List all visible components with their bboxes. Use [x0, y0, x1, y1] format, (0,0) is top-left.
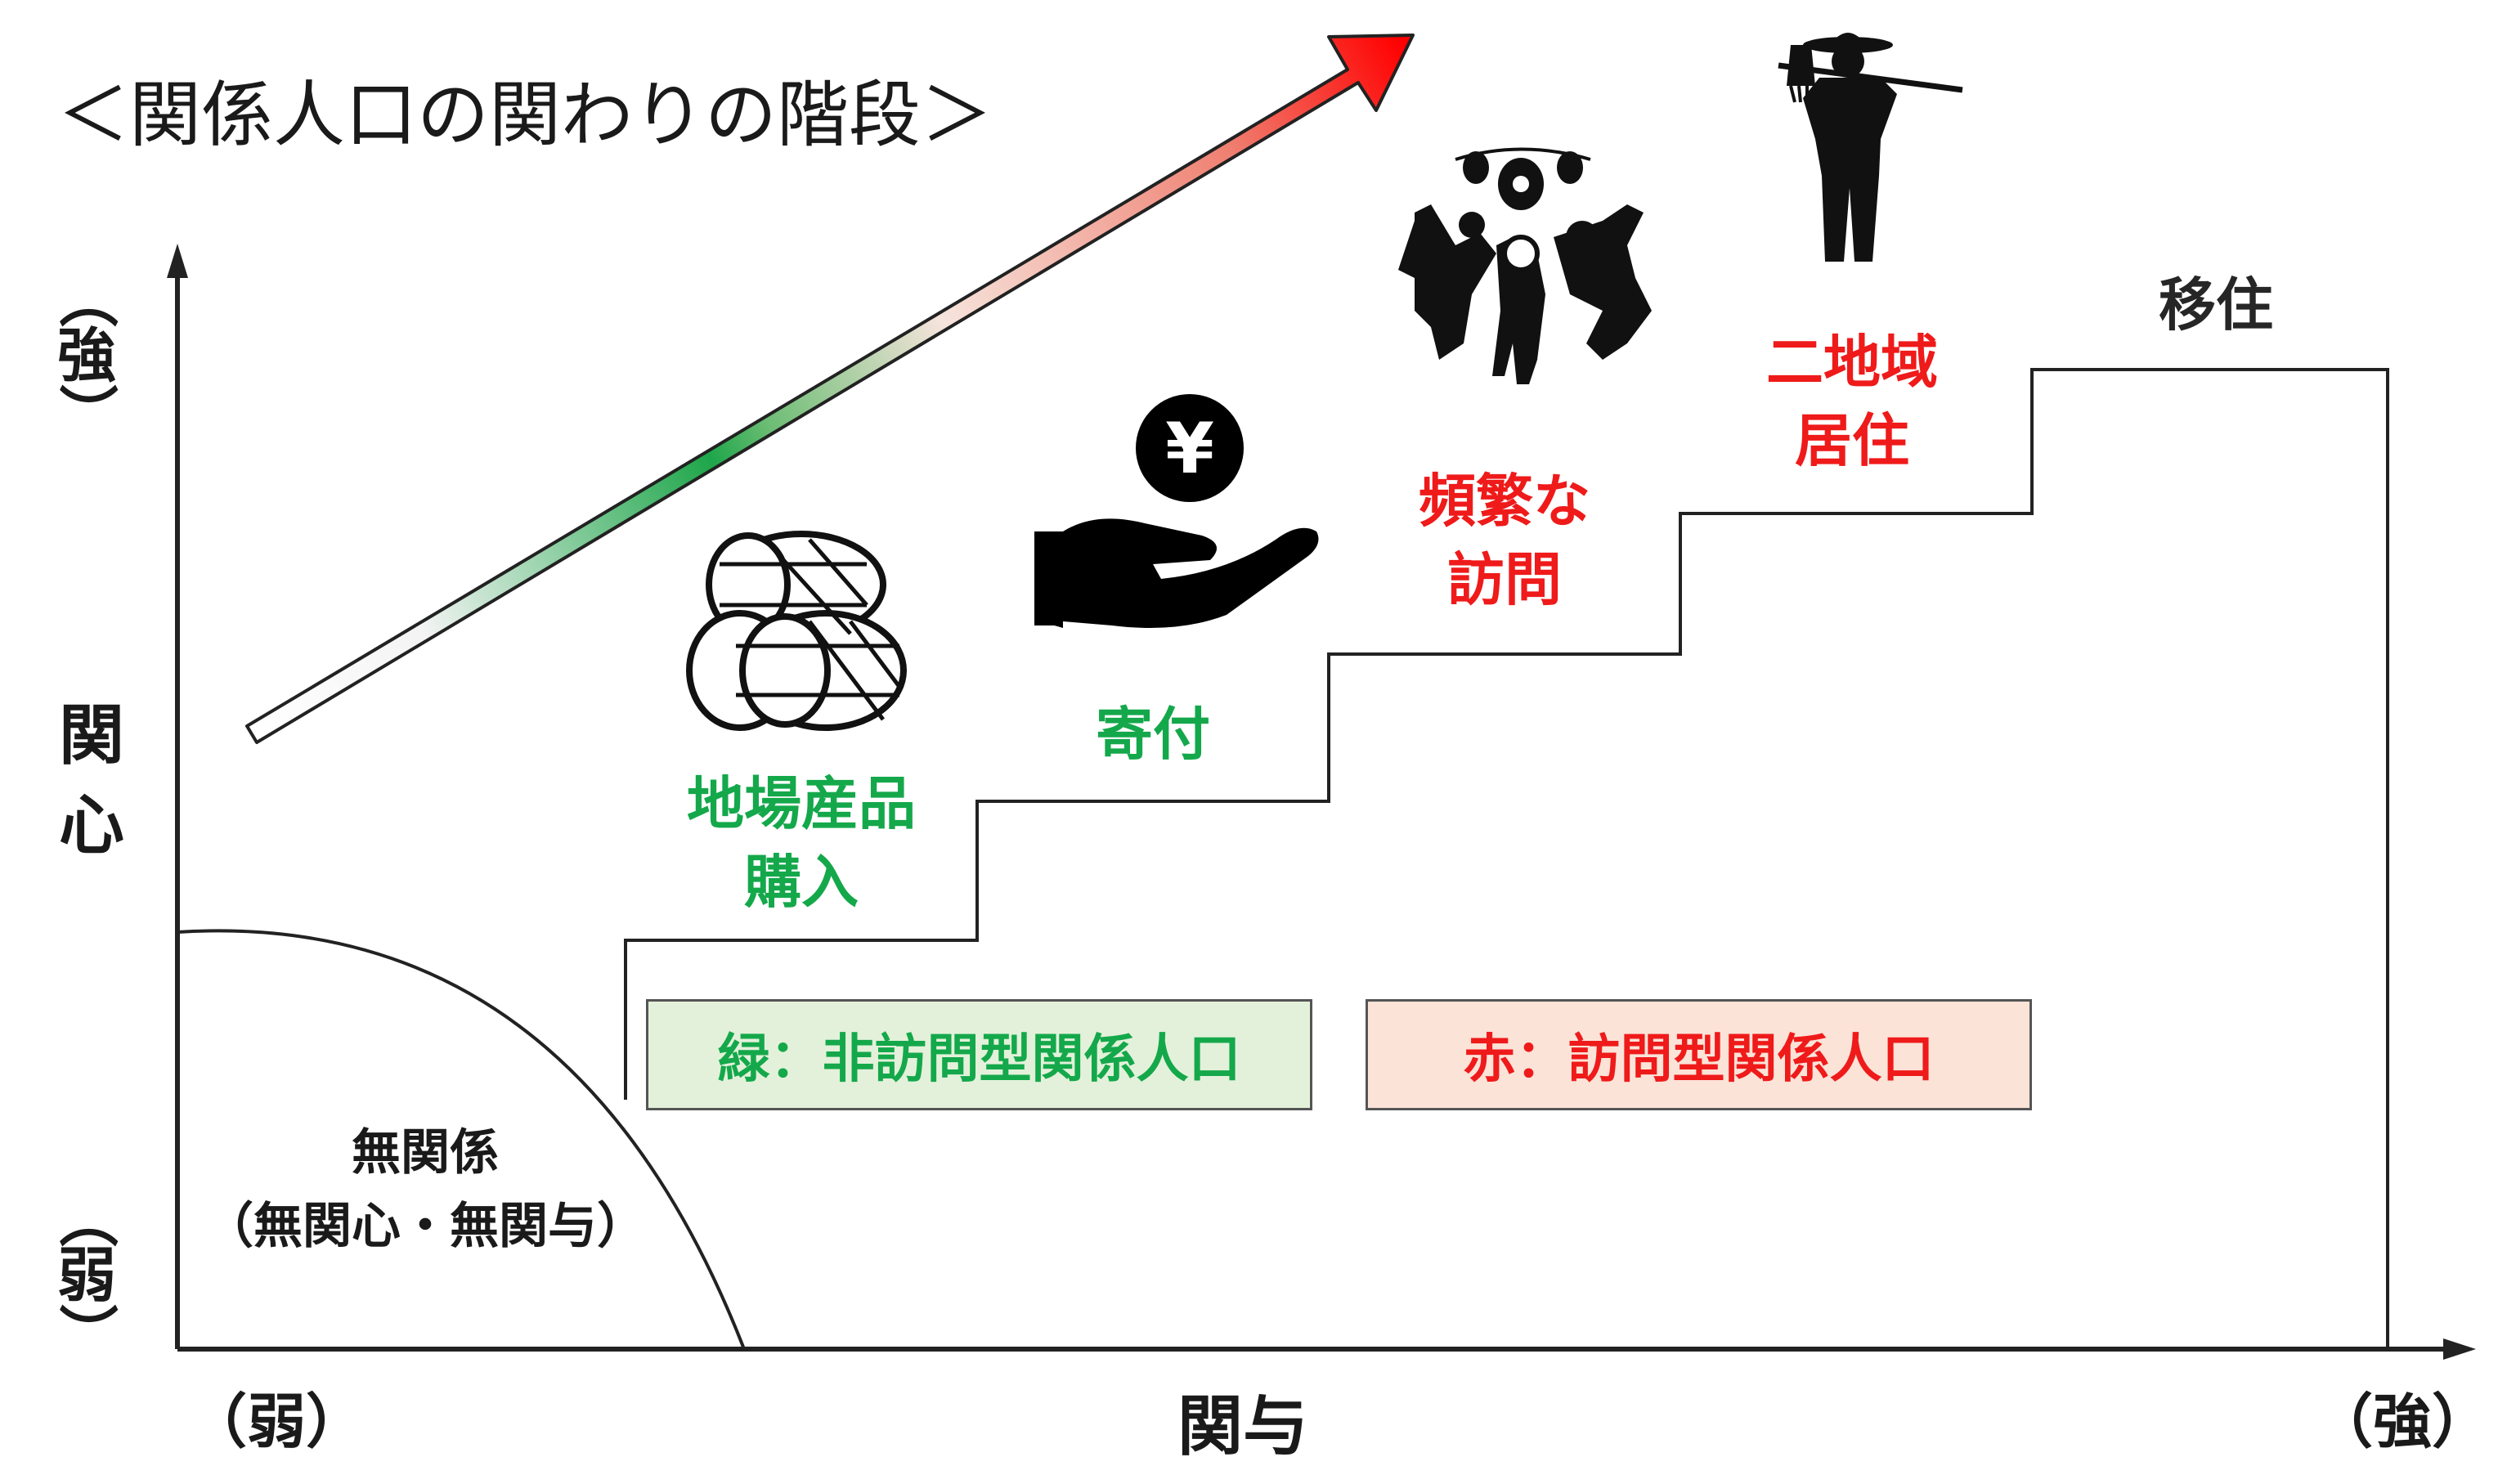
x-axis-label: 関与 — [1177, 1388, 1308, 1464]
rice-bales-icon — [686, 531, 907, 731]
x-axis-weak-label: （弱） — [188, 1388, 366, 1456]
step-frequent-visits-label: 頻繁な 訪問 — [1419, 468, 1590, 613]
step-dual-residence-label: 二地域 居住 — [1766, 329, 1938, 474]
festival-dancers-icon — [1398, 147, 1652, 384]
y-axis-weak-label: （ 弱 ） — [52, 1188, 122, 1363]
y-axis-arrowhead — [167, 244, 188, 278]
legend-green-box: 緑：非訪問型関係人口 — [646, 999, 1312, 1110]
farmer-with-hoe-icon — [1778, 33, 1963, 262]
uninvolved-label: 無関係 （無関心・無関与） — [204, 1124, 646, 1255]
x-axis-arrowhead — [2443, 1338, 2476, 1360]
hand-yen-coin-icon: ¥ — [1034, 394, 1319, 629]
y-axis-label: 関 心 — [59, 697, 124, 863]
y-axis-strong-label: （ 強 ） — [52, 268, 122, 443]
stairs-line — [624, 368, 2389, 1349]
legend-red-box: 赤：訪問型関係人口 — [1366, 999, 2032, 1110]
step-migration-label: 移住 — [2159, 271, 2273, 338]
x-axis-strong-label: （強） — [2314, 1388, 2491, 1456]
yen-symbol: ¥ — [1165, 408, 1214, 490]
gradient-arrow — [245, 34, 1415, 744]
uninvolved-quarter-circle — [177, 929, 746, 1350]
step-donation-label: 寄付 — [1096, 701, 1210, 768]
page-title: ＜関係人口の関わりの階段＞ — [57, 73, 993, 157]
step-local-products-label: 地場産品 購入 — [687, 770, 916, 916]
